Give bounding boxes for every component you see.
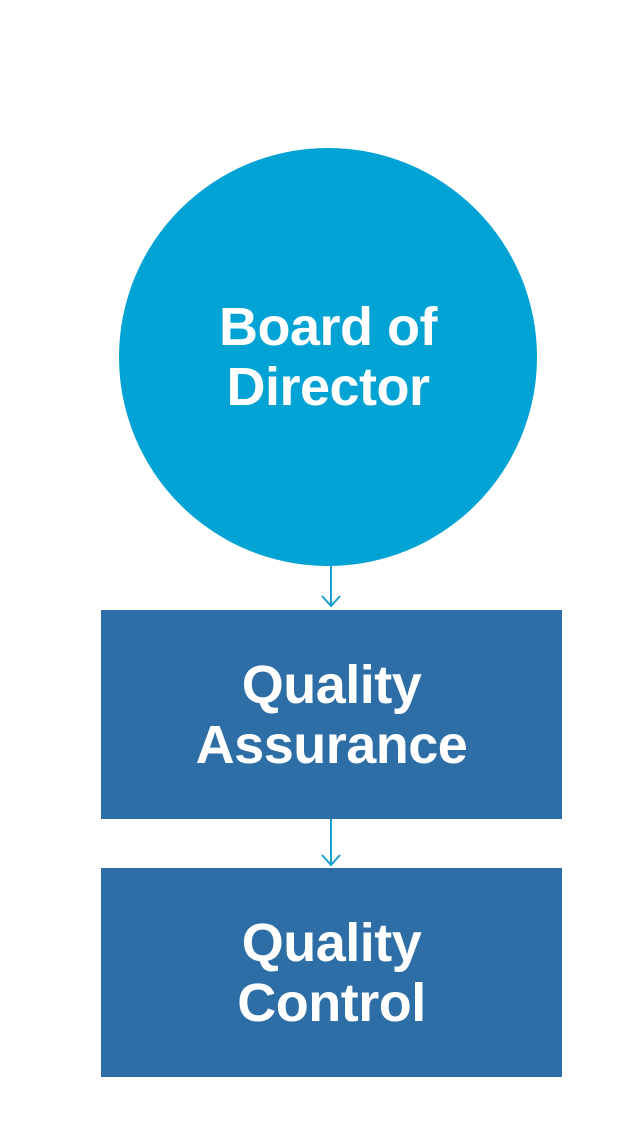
quality-assurance-node: Quality Assurance bbox=[101, 610, 562, 819]
arrow-qa-to-qc bbox=[321, 819, 341, 867]
qc-node-label-line1: Quality bbox=[241, 912, 422, 973]
arrow-board-to-qa bbox=[321, 566, 341, 608]
board-node-label-line1: Board of bbox=[219, 297, 438, 357]
qa-node-label-line1: Quality bbox=[241, 654, 422, 715]
board-node-label-line2: Director bbox=[226, 357, 430, 417]
quality-control-node: Quality Control bbox=[101, 868, 562, 1077]
qc-node-label-line2: Control bbox=[237, 972, 426, 1033]
board-of-director-node: Board of Director bbox=[119, 148, 537, 566]
qa-node-label-line2: Assurance bbox=[195, 714, 468, 775]
